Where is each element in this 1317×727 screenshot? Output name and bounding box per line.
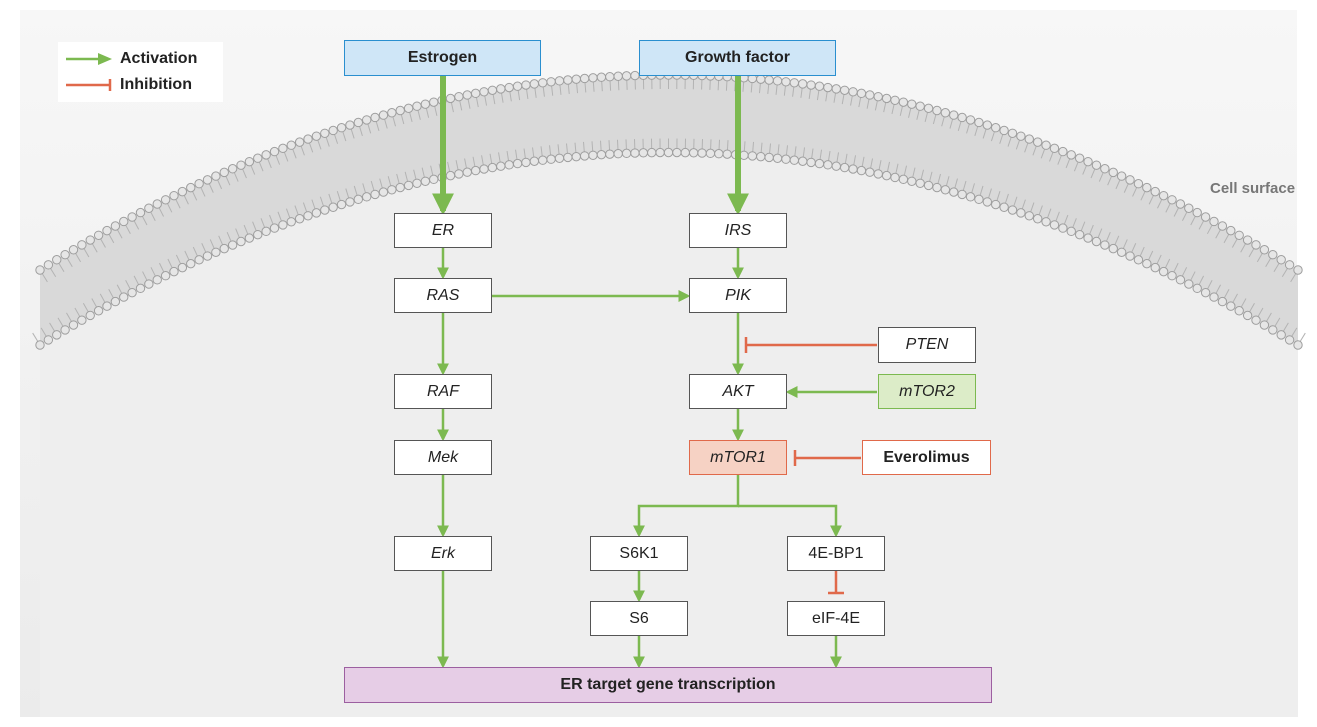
node-estrogen: Estrogen (344, 40, 541, 76)
cell-membrane (32, 70, 1306, 350)
node-pik: PIK (689, 278, 787, 313)
node-growth-factor: Growth factor (639, 40, 836, 76)
node-4e-bp1: 4E-BP1 (787, 536, 885, 571)
edges (432, 76, 877, 669)
membrane-band (40, 75, 1298, 345)
node-eif-4e: eIF-4E (787, 601, 885, 636)
node-mtor2: mTOR2 (878, 374, 976, 409)
node-pten: PTEN (878, 327, 976, 363)
node-mtor1: mTOR1 (689, 440, 787, 475)
node-erk: Erk (394, 536, 492, 571)
activation-arrow-icon (66, 53, 112, 65)
legend-inhibition-label: Inhibition (120, 76, 192, 93)
node-akt: AKT (689, 374, 787, 409)
cytoplasm (40, 152, 1298, 717)
node-er-target-gene-transcription: ER target gene transcription (344, 667, 992, 703)
legend: Activation Inhibition (58, 42, 223, 102)
legend-inhibition: Inhibition (66, 74, 192, 96)
node-raf: RAF (394, 374, 492, 409)
legend-activation-label: Activation (120, 50, 198, 67)
node-er: ER (394, 213, 492, 248)
node-mek: Mek (394, 440, 492, 475)
node-irs: IRS (689, 213, 787, 248)
node-ras: RAS (394, 278, 492, 313)
node-everolimus: Everolimus (862, 440, 991, 475)
edge-mtor1-4e-bp1 (738, 504, 842, 538)
node-s6: S6 (590, 601, 688, 636)
cell-surface-label: Cell surface (1210, 180, 1296, 197)
edge-mtor1-s6k1 (633, 475, 740, 538)
node-s6k1: S6K1 (590, 536, 688, 571)
legend-activation: Activation (66, 48, 197, 70)
inhibition-bar-icon (66, 79, 112, 91)
